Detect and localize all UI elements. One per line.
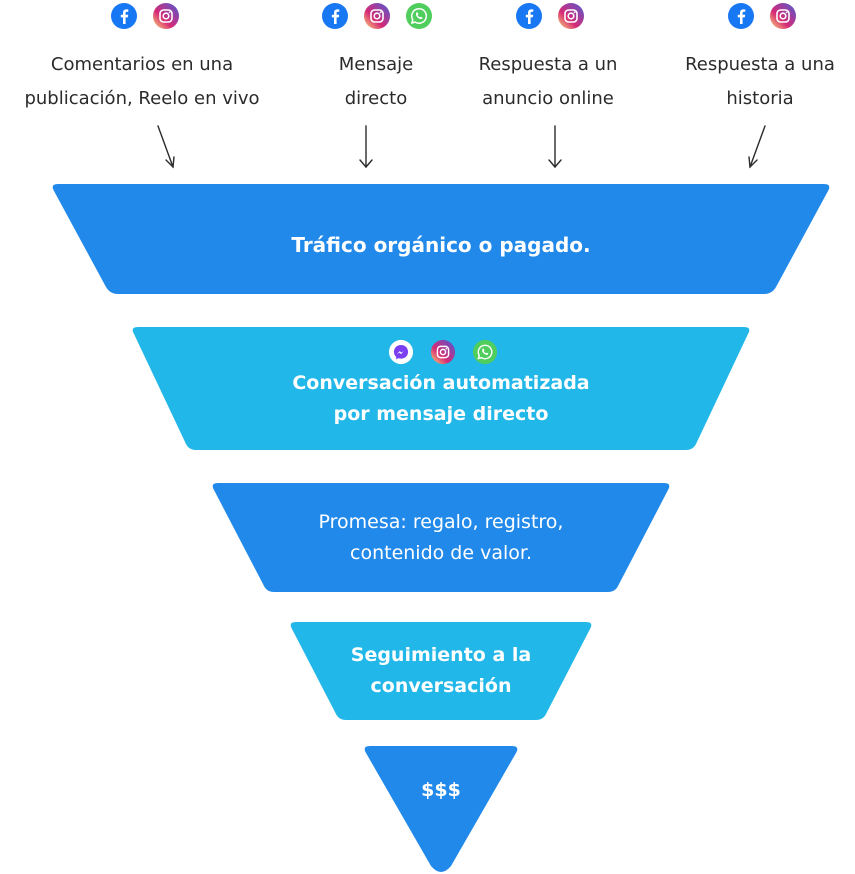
source-label-ad: Respuesta a un anuncio online [448, 48, 648, 116]
instagram-icon [770, 3, 796, 29]
source-icons-story [727, 2, 797, 30]
facebook-icon [322, 3, 348, 29]
stage-line1: $$$ [421, 779, 461, 801]
funnel-stage-conversation [132, 327, 750, 450]
stage-line1: Promesa: regalo, registro, [318, 511, 564, 533]
source-label-line2: directo [344, 88, 408, 109]
source-icons-dm [321, 2, 433, 30]
source-label-line2: anuncio online [482, 88, 614, 109]
funnel-stage-money [364, 746, 518, 872]
arrow-down-icon [157, 125, 175, 169]
facebook-icon [728, 3, 754, 29]
arrow-down-icon [748, 125, 766, 169]
instagram-icon [558, 3, 584, 29]
facebook-icon [111, 3, 137, 29]
stage-title-conversation: Conversación automatizada por mensaje di… [160, 368, 722, 430]
funnel-stage-followup [290, 622, 592, 720]
instagram-icon [153, 3, 179, 29]
source-label-dm: Mensaje directo [276, 48, 476, 116]
source-label-line1: Respuesta a una [685, 54, 835, 75]
instagram-icon [430, 339, 456, 365]
arrow-down-icon [359, 125, 373, 169]
source-label-story: Respuesta a una historia [670, 48, 850, 116]
source-icons-comments [110, 2, 180, 30]
stage-title-followup: Seguimiento a la conversación [300, 640, 582, 702]
source-label-line1: Comentarios en una [50, 54, 234, 75]
stage-line1: Tráfico orgánico o pagado. [291, 233, 591, 257]
stage-line1: Seguimiento a la [350, 644, 532, 666]
whatsapp-icon [406, 3, 432, 29]
stage-title-promise: Promesa: regalo, registro, contenido de … [240, 507, 642, 569]
instagram-icon [364, 3, 390, 29]
messenger-icon [388, 339, 414, 365]
stage-line2: por mensaje directo [333, 403, 549, 425]
arrow-down-icon [548, 125, 562, 169]
funnel-stage-traffic [52, 184, 830, 294]
stage-line2: conversación [370, 675, 512, 697]
conversation-channel-icons [388, 339, 498, 367]
stage-line1: Conversación automatizada [292, 372, 590, 394]
source-icons-ad [515, 2, 585, 30]
source-label-comments: Comentarios en una publicación, Reelo en… [2, 48, 282, 116]
facebook-icon [516, 3, 542, 29]
source-label-line2: historia [726, 88, 794, 109]
stage-line2: contenido de valor. [350, 542, 532, 564]
source-label-line2: publicación, Reelo en vivo [24, 88, 260, 109]
funnel-stage-promise [212, 483, 670, 592]
stage-title-money: $$$ [380, 776, 502, 804]
source-label-line1: Respuesta a un [478, 54, 618, 75]
source-label-line1: Mensaje [338, 54, 414, 75]
whatsapp-icon [472, 339, 498, 365]
stage-title-traffic: Tráfico orgánico o pagado. [100, 228, 782, 262]
